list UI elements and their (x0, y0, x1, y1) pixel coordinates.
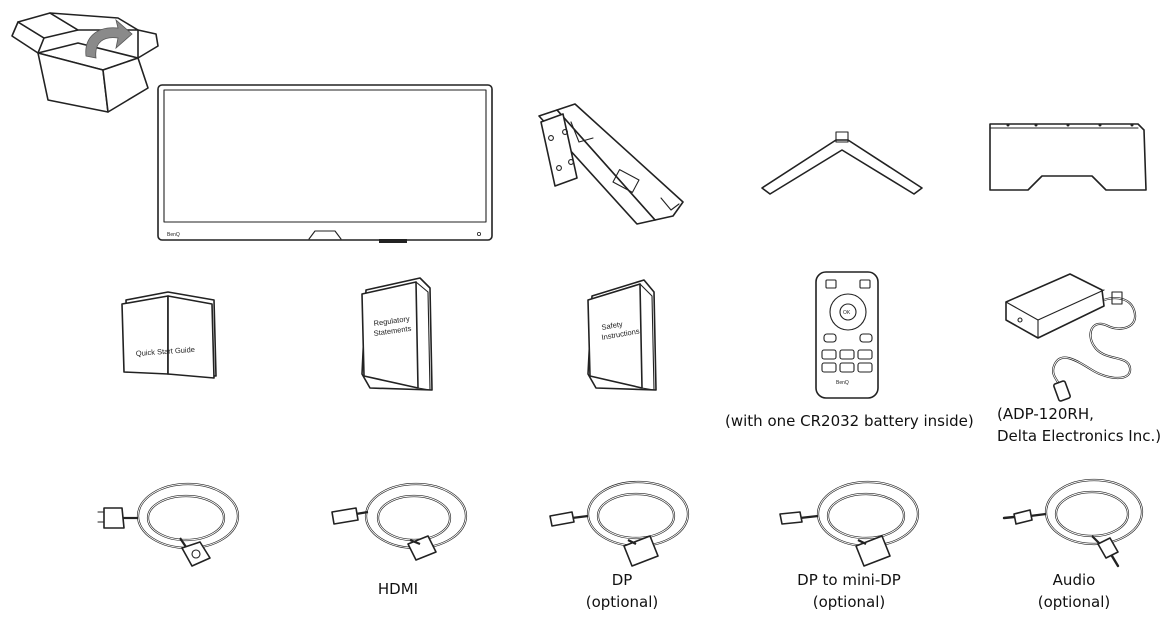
dp-caption-line1: DP (611, 571, 633, 589)
remote-ok-label: OK (843, 310, 851, 316)
power-adapter-icon (1000, 270, 1150, 402)
safety-line1: Safety (601, 319, 624, 332)
audio-cable-icon (1000, 474, 1148, 570)
cable-cover-icon (986, 118, 1150, 198)
quick-start-guide-booklet: Quick Start Guide (118, 291, 220, 382)
hdmi-cable-icon (328, 478, 470, 570)
stand-arm-icon (535, 102, 695, 227)
remote-caption: (with one CR2032 battery inside) (725, 412, 974, 430)
stand-base-icon (758, 130, 924, 196)
dp-mini-caption-line1: DP to mini-DP (797, 571, 901, 589)
audio-caption-line2: (optional) (1037, 593, 1111, 611)
dp-cable-icon (546, 476, 692, 570)
dp-mini-dp-cable-icon (776, 476, 922, 570)
open-box-icon (8, 8, 163, 113)
remote-control-icon: OK BenQ (814, 270, 880, 400)
regulatory-statements-booklet: Regulatory Statements (360, 277, 434, 392)
safety-instructions-booklet: Safety Instructions (586, 279, 660, 392)
monitor-brand: BenQ (167, 232, 180, 238)
hdmi-caption: HDMI (377, 580, 419, 598)
adapter-caption-line2: Delta Electronics Inc.) (997, 427, 1162, 445)
quick-start-label: Quick Start Guide (136, 345, 196, 358)
audio-caption-line1: Audio (1052, 571, 1096, 589)
dp-caption-line2: (optional) (585, 593, 659, 611)
remote-brand: BenQ (836, 380, 849, 386)
monitor-icon: BenQ (157, 84, 493, 244)
power-cord-icon (96, 478, 242, 570)
adapter-caption-line1: (ADP-120RH, (997, 405, 1094, 423)
dp-mini-caption-line2: (optional) (812, 593, 886, 611)
